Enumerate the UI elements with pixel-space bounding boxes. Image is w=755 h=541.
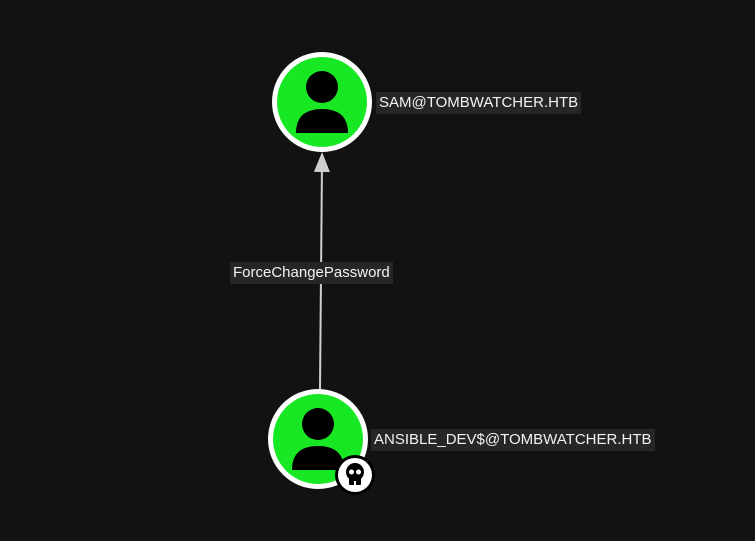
edge-label[interactable]: ForceChangePassword bbox=[230, 262, 393, 284]
user-icon bbox=[296, 71, 348, 133]
node-ansible[interactable] bbox=[268, 389, 375, 495]
node-label-sam[interactable]: SAM@TOMBWATCHER.HTB bbox=[376, 92, 582, 114]
user-icon bbox=[292, 408, 344, 470]
skull-icon bbox=[335, 455, 375, 495]
node-sam[interactable] bbox=[272, 52, 372, 152]
node-label-ansible[interactable]: ANSIBLE_DEV$@TOMBWATCHER.HTB bbox=[371, 429, 655, 451]
